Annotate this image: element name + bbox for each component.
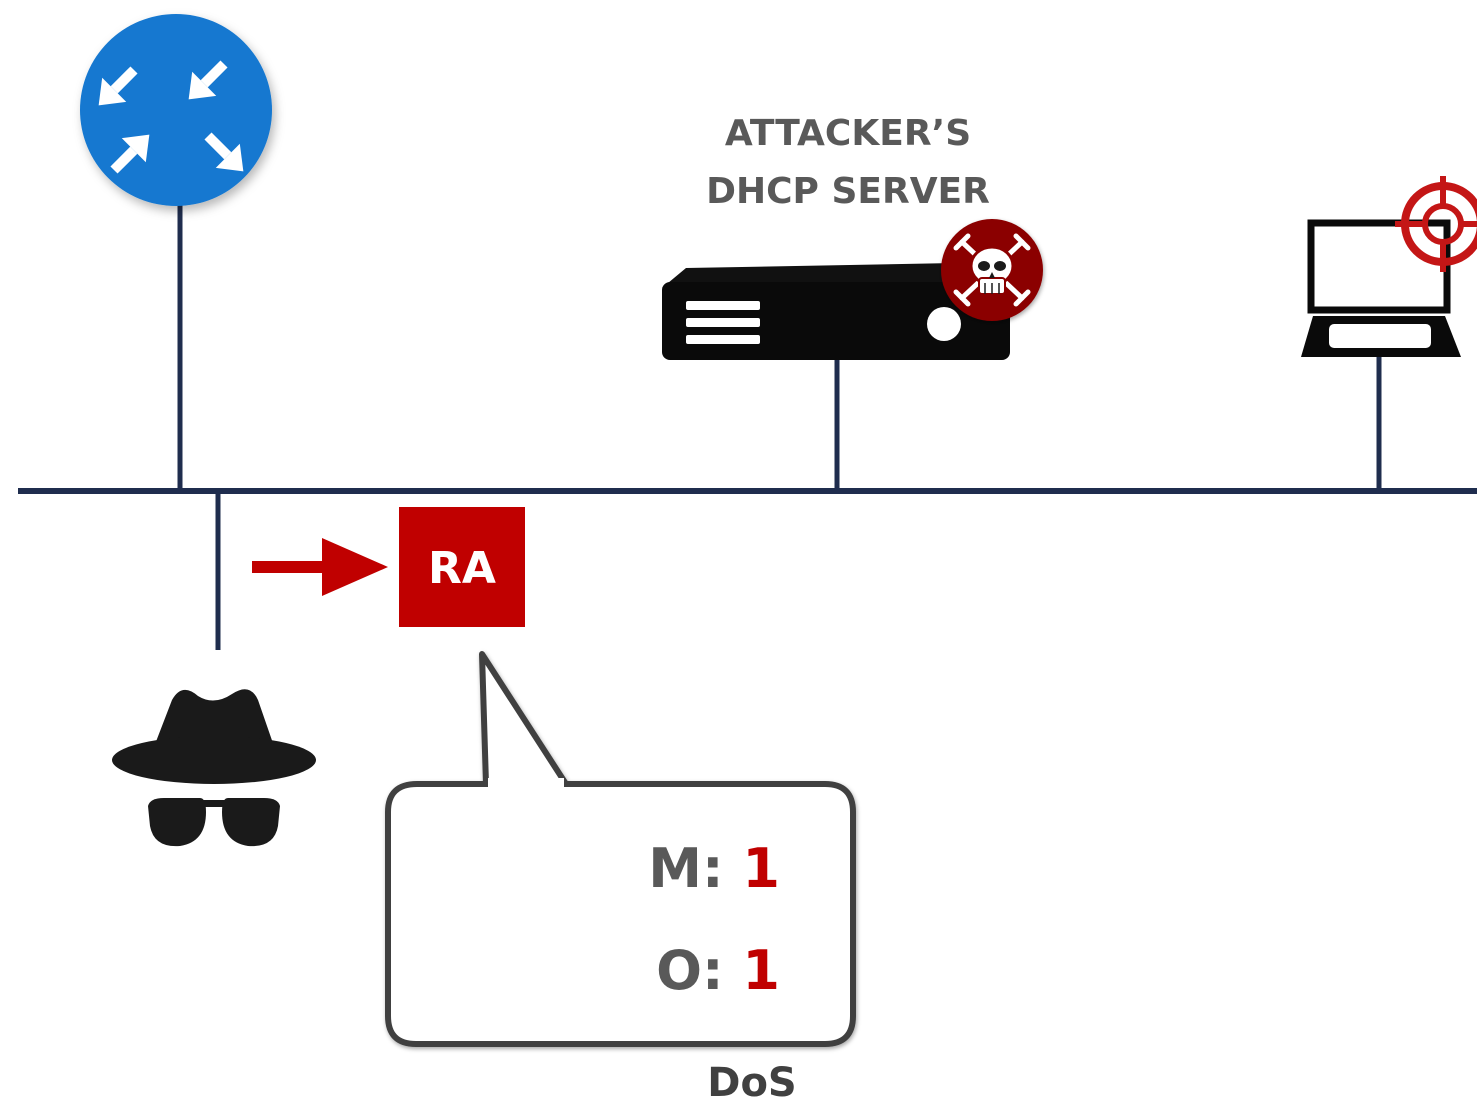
ra-packet-label: RA <box>428 543 496 594</box>
dhcp-server-label-line2: DHCP SERVER <box>706 171 990 212</box>
dhcp-server-label-line1: ATTACKER’S <box>725 113 971 154</box>
skull-crossbones-icon <box>941 219 1043 321</box>
ra-packet: RA <box>399 507 525 627</box>
flag-m-value: 1 <box>742 837 780 900</box>
flag-o-row: O: 1 <box>656 939 780 1002</box>
dos-caption: DoS <box>707 1060 797 1101</box>
server-icon <box>662 262 1010 360</box>
flag-o-value: 1 <box>742 939 780 1002</box>
flags-callout: M: 1 O: 1 <box>385 651 856 1047</box>
crosshair-target-icon <box>1395 176 1477 272</box>
router-icon <box>80 14 272 206</box>
arrow-right-icon <box>252 538 388 596</box>
flag-o-key: O: <box>656 939 724 1002</box>
laptop-icon <box>1301 219 1461 357</box>
spy-hat-glasses-icon <box>112 689 316 847</box>
flag-m-row: M: 1 <box>648 837 780 900</box>
network-links <box>18 200 1477 650</box>
flag-m-key: M: <box>648 837 723 900</box>
